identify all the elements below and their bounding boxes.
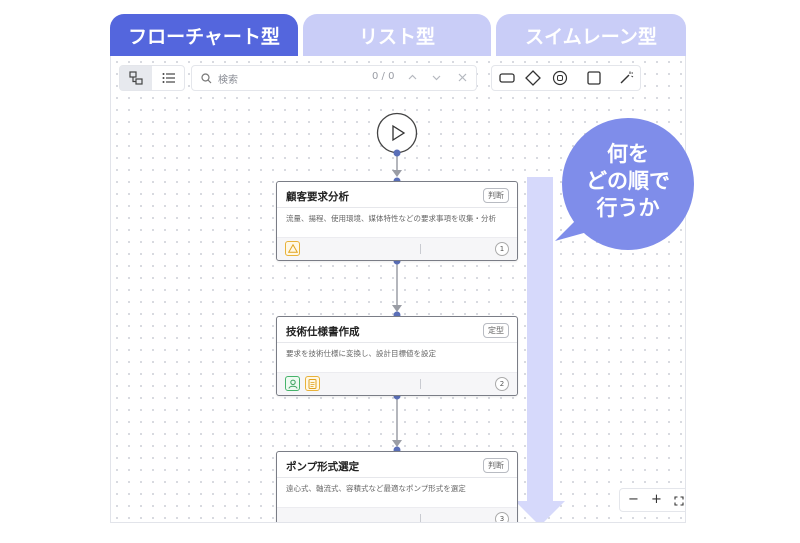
fit-view-icon[interactable] [674, 496, 684, 506]
start-node[interactable] [376, 112, 418, 154]
annotation-line: 行うか [596, 196, 660, 220]
node-type-badge: 判断 [483, 458, 509, 473]
search-box[interactable]: 検索 0 / 0 [191, 65, 477, 91]
connector-arrowhead [392, 305, 402, 312]
flowchart-view-icon [129, 71, 143, 85]
list-view-icon [162, 73, 175, 83]
node-title: 技術仕様書作成 [286, 326, 360, 338]
divider [420, 514, 421, 522]
divider [420, 379, 421, 389]
node-number: 2 [495, 377, 509, 391]
divider [277, 477, 517, 478]
search-clear-icon[interactable] [458, 73, 467, 82]
document-icon [308, 378, 317, 389]
user-chip[interactable] [285, 376, 300, 391]
node-description: 流量、揚程、使用環境、媒体特性などの要求事項を収集・分析 [286, 214, 496, 223]
flow-node[interactable]: 技術仕様書作成 定型 要求を技術仕様に変換し、設計目標値を設定 2 [276, 316, 518, 396]
magic-wand-icon [620, 71, 634, 84]
connector-arrowhead [392, 440, 402, 447]
rectangle-shape-button[interactable] [494, 66, 520, 90]
node-type-badge: 定型 [483, 323, 509, 338]
list-view-button[interactable] [153, 66, 185, 90]
flowchart-view-button[interactable] [120, 66, 152, 90]
node-number: 1 [495, 242, 509, 256]
auto-layout-button[interactable] [613, 66, 639, 90]
node-footer: 1 [277, 237, 517, 260]
node-title: ポンプ形式選定 [286, 461, 360, 473]
tab-flowchart[interactable]: フローチャート型 [110, 14, 298, 56]
connector-handle [393, 149, 401, 157]
user-icon [288, 379, 297, 389]
node-title: 顧客要求分析 [286, 191, 349, 203]
search-prev-icon[interactable] [408, 74, 417, 81]
tab-list[interactable]: リスト型 [303, 14, 491, 56]
square-shape-button[interactable] [581, 66, 607, 90]
node-description: 遠心式、軸流式、容積式など最適なポンプ形式を選定 [286, 484, 466, 493]
divider [277, 342, 517, 343]
view-toggle [119, 65, 185, 91]
search-next-icon[interactable] [432, 74, 441, 81]
divider [420, 244, 421, 254]
search-icon [201, 73, 212, 84]
play-icon [392, 124, 406, 142]
annotation-line: どの順で [586, 169, 670, 193]
diamond-shape-icon [525, 70, 541, 86]
tab-swimlane[interactable]: スイムレーン型 [496, 14, 686, 56]
zoom-in-button[interactable]: + [651, 492, 662, 507]
search-result-count: 0 / 0 [372, 71, 395, 82]
warning-chip[interactable] [285, 241, 300, 256]
square-shape-icon [587, 71, 601, 85]
node-type-badge: 判断 [483, 188, 509, 203]
flow-node[interactable]: ポンプ形式選定 判断 遠心式、軸流式、容積式など最適なポンプ形式を選定 3 [276, 451, 518, 522]
search-placeholder: 検索 [218, 75, 238, 86]
divider [277, 207, 517, 208]
shape-toolbar [491, 65, 641, 91]
node-number: 3 [495, 512, 509, 522]
flow-direction-arrow [515, 177, 565, 522]
tab-bar: フローチャート型 リスト型 スイムレーン型 [110, 14, 686, 56]
connector-arrowhead [392, 170, 402, 177]
node-description: 要求を技術仕様に変換し、設計目標値を設定 [286, 349, 436, 358]
circle-shape-button[interactable] [547, 66, 573, 90]
tab-list-label: リスト型 [358, 25, 435, 48]
tab-swimlane-label: スイムレーン型 [525, 25, 657, 48]
zoom-controls: − + [619, 488, 685, 512]
node-footer: 2 [277, 372, 517, 395]
node-footer: 3 [277, 507, 517, 522]
tab-flowchart-label: フローチャート型 [128, 25, 280, 48]
annotation-bubble: 何を どの順で 行うか [562, 118, 694, 250]
diamond-shape-button[interactable] [520, 66, 546, 90]
warning-icon [287, 244, 298, 253]
document-chip[interactable] [305, 376, 320, 391]
rectangle-shape-icon [499, 73, 515, 83]
circle-shape-icon [552, 70, 568, 86]
flow-node[interactable]: 顧客要求分析 判断 流量、揚程、使用環境、媒体特性などの要求事項を収集・分析 1 [276, 181, 518, 261]
annotation-line: 何を [607, 142, 649, 166]
zoom-out-button[interactable]: − [628, 492, 639, 507]
